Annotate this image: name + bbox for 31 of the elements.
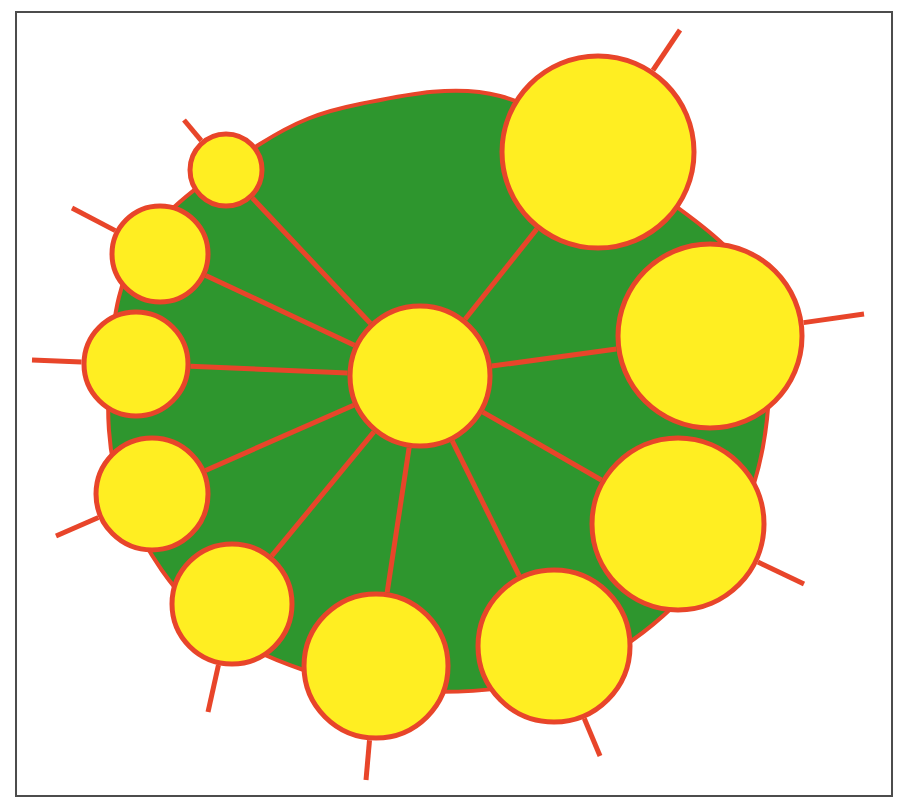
spoke-line xyxy=(269,430,376,558)
spoke-line xyxy=(491,346,617,369)
spoke-line xyxy=(481,409,603,483)
spoke-line xyxy=(384,447,412,593)
circle xyxy=(187,131,265,209)
spoke-line xyxy=(250,196,373,325)
stub-line xyxy=(582,717,603,757)
circle xyxy=(109,203,211,305)
circle xyxy=(589,435,767,613)
stub-line xyxy=(756,559,806,587)
circle xyxy=(81,309,191,419)
circle xyxy=(301,591,451,741)
stub-line xyxy=(363,740,372,781)
stub-line xyxy=(650,28,683,72)
stub-line xyxy=(31,357,82,365)
circle xyxy=(499,53,697,251)
stub-line xyxy=(182,118,204,143)
spoke-line xyxy=(204,402,355,473)
circle xyxy=(615,241,805,431)
stub-line xyxy=(70,205,117,233)
stub-line xyxy=(55,515,100,539)
circle xyxy=(93,435,211,553)
circle xyxy=(347,303,493,449)
circle xyxy=(475,567,633,725)
spoke-line xyxy=(204,273,356,348)
spoke-line xyxy=(463,227,539,321)
stub-line xyxy=(205,664,221,713)
spoke-line xyxy=(190,363,348,376)
circle xyxy=(169,541,295,667)
stub-line xyxy=(803,311,865,326)
spoke-line xyxy=(450,439,522,577)
